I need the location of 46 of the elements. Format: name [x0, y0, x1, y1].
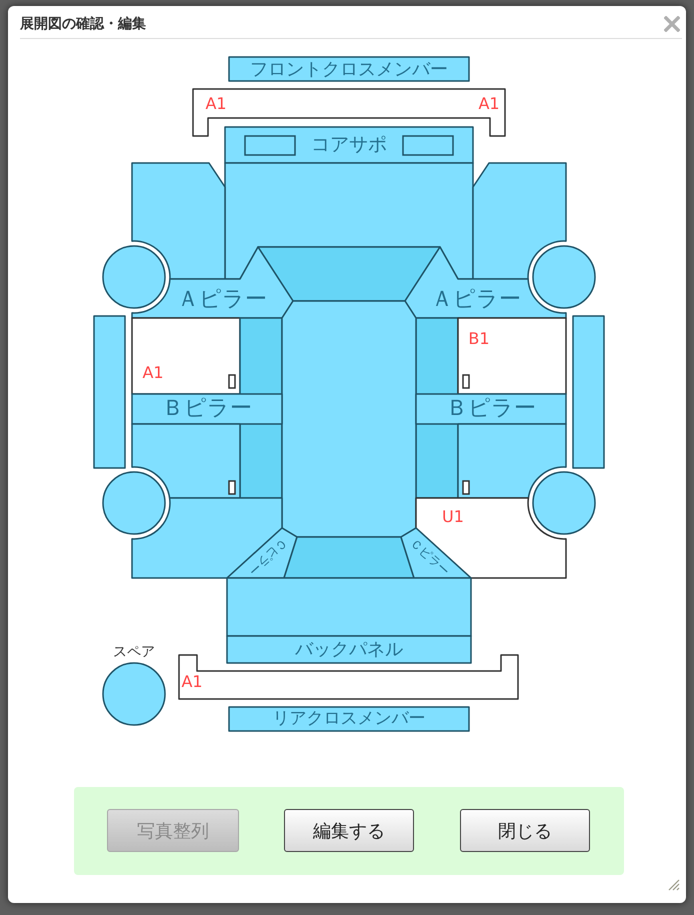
bumper-outline: [192, 88, 506, 137]
wheel: [532, 471, 596, 535]
part-label: リアクロスメンバー: [272, 710, 426, 728]
wheel: [102, 471, 166, 535]
part-label: バックパネル: [295, 641, 403, 659]
core-support-panel: [224, 126, 474, 164]
damage-code: A1: [204, 96, 228, 112]
roof-panel: [281, 300, 417, 538]
door-panel: [457, 317, 567, 395]
part-label: Ａピラー: [431, 289, 521, 311]
fender-panel: [472, 162, 567, 280]
sort-photos-button: 写真整列: [107, 809, 239, 852]
part-label: コアサポ: [311, 136, 387, 154]
door-panel: [131, 317, 241, 395]
pillar-panel: [131, 246, 294, 319]
rocker-panel: [93, 315, 126, 469]
damage-code: U1: [441, 509, 465, 525]
wheel: [102, 245, 166, 309]
part-label: スペア: [113, 645, 155, 659]
rocker-panel: [572, 315, 605, 469]
door-panel: [457, 423, 567, 499]
damage-code: B1: [467, 331, 491, 347]
wheel: [532, 245, 596, 309]
pillar-panel: [404, 246, 567, 319]
cross-member-panel: [228, 56, 470, 82]
damage-code: A1: [141, 365, 165, 381]
fender-panel: [131, 162, 226, 280]
rear-window-panel: [283, 536, 415, 579]
part-label: Ｂピラー: [162, 398, 252, 420]
pillar-panel: [415, 393, 567, 425]
cross-member-panel: [228, 706, 470, 732]
edit-button: 編集する: [284, 809, 414, 852]
back-panel: [226, 635, 472, 664]
damage-code: A1: [477, 96, 501, 112]
quarter-panel: [415, 497, 567, 579]
part-label: Ａピラー: [177, 289, 267, 311]
pillar-panel: [131, 393, 283, 425]
pillar-panel: [400, 527, 472, 579]
part-label: Ｂピラー: [446, 398, 536, 420]
door-panel: [131, 423, 241, 499]
damage-code: A1: [180, 674, 204, 690]
close-button: 閉じる: [460, 809, 590, 852]
dialog-title: 展開図の確認・編集: [20, 16, 146, 32]
part-label: Ｃピラー: [408, 536, 452, 578]
part-label: Ｃピラー: [246, 536, 290, 578]
part-label: フロントクロスメンバー: [250, 61, 448, 79]
